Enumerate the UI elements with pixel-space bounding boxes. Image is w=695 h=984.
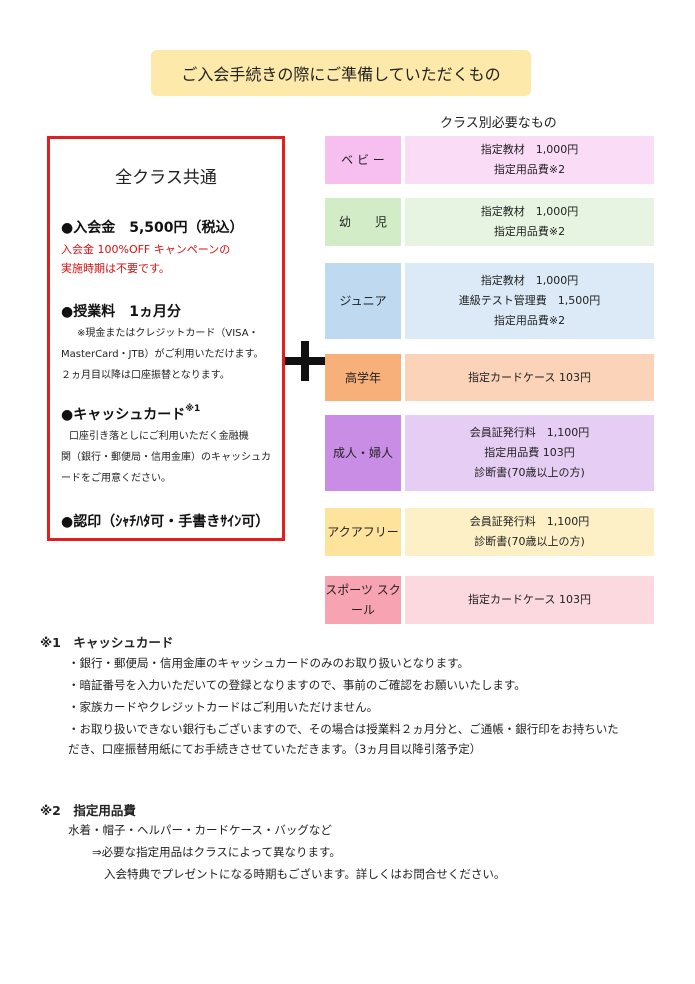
class-items: 会員証発行料 1,100円 指定用品費 103円 診断書(70歳以上の方) <box>405 415 654 491</box>
note1-head: ※1 キャッシュカード <box>40 635 174 650</box>
note1-line: ・お取り扱いできない銀行もございますので、その場合は授業料２ヵ月分と、ご通帳・銀… <box>68 722 619 736</box>
note2-line-2: ⇒必要な指定用品はクラスによって異なります。 <box>92 845 341 859</box>
note1-line: ・銀行・郵便局・信用金庫のキャッシュカードのみのお取り扱いとなります。 <box>68 656 470 670</box>
common-requirements-box: 全クラス共通 ●入会金 5,500円（税込） 入会金 100%OFF キャンペー… <box>47 136 285 541</box>
class-label: 幼 児 <box>325 198 401 246</box>
cash-card-note-3: ードをご用意ください。 <box>61 473 171 484</box>
note2-line-3: 入会特典でプレゼントになる時期もございます。詳しくはお問合せください。 <box>104 867 506 881</box>
class-label: アクアフリー <box>325 508 401 556</box>
class-label: スポーツ スクール <box>325 576 401 624</box>
common-title: 全クラス共通 <box>115 168 217 188</box>
class-row-aqua-free: アクアフリー 会員証発行料 1,100円 診断書(70歳以上の方) <box>325 508 654 556</box>
admission-campaign-line-1: 入会金 100%OFF キャンペーンの <box>61 243 231 256</box>
tuition-section: ●授業料 1ヵ月分 ※現金またはクレジットカード（VISA・ MasterCar… <box>61 301 276 386</box>
note2-line-1: 水着・帽子・ヘルパー・カードケース・バッグなど <box>68 823 332 837</box>
class-item: 会員証発行料 1,100円 <box>469 515 590 528</box>
class-item: 診断書(70歳以上の方) <box>474 466 585 479</box>
class-item: 指定カードケース 103円 <box>468 593 591 606</box>
tuition-note-1: ※現金またはクレジットカード（VISA・ <box>77 328 259 339</box>
class-item: 指定用品費 103円 <box>484 446 575 459</box>
class-item: 指定教材 1,000円 <box>480 205 579 218</box>
cash-card-note-2: 関（銀行・郵便局・信用金庫）のキャッシュカ <box>61 452 271 463</box>
class-item: 指定教材 1,000円 <box>480 143 579 156</box>
class-label: ベ ビ ー <box>325 136 401 184</box>
note1-line: だき、口座振替用紙にてお手続きさせていただきます。（3ヵ月目以降引落予定） <box>68 742 482 756</box>
class-items: 会員証発行料 1,100円 診断書(70歳以上の方) <box>405 508 654 556</box>
class-item: 会員証発行料 1,100円 <box>469 426 590 439</box>
class-items: 指定カードケース 103円 <box>405 576 654 624</box>
cash-card-note-1: 口座引き落としにご利用いただく金融機 <box>69 431 249 442</box>
page-title: ご入会手続きの際にご準備していただくもの <box>151 50 531 96</box>
class-item: 指定用品費※2 <box>493 225 566 238</box>
cash-card-head-text: ●キャッシュカード <box>61 407 186 423</box>
cash-card-footnote-mark: ※1 <box>185 404 201 414</box>
class-item: 進級テスト管理費 1,500円 <box>458 294 601 307</box>
cash-card-head: ●キャッシュカード※1 <box>61 404 276 424</box>
tuition-note-2: MasterCard・JTB）がご利用いただけます。 <box>61 349 264 360</box>
seal-head: ●認印（ｼｬﾁﾊﾀ可・手書きｻｲﾝ可） <box>61 514 270 530</box>
admission-campaign-line-2: 実施時期は不要です。 <box>61 262 170 275</box>
cash-card-section: ●キャッシュカード※1 口座引き落としにご利用いただく金融機 関（銀行・郵便局・… <box>61 404 276 489</box>
class-row-senior-grade: 高学年 指定カードケース 103円 <box>325 354 654 401</box>
seal-section: ●認印（ｼｬﾁﾊﾀ可・手書きｻｲﾝ可） <box>61 511 276 531</box>
tuition-note-3: ２ヵ月目以降は口座振替となります。 <box>61 370 230 381</box>
class-items: 指定教材 1,000円 指定用品費※2 <box>405 198 654 246</box>
class-items: 指定教材 1,000円 指定用品費※2 <box>405 136 654 184</box>
class-items: 指定カードケース 103円 <box>405 354 654 401</box>
plus-icon <box>283 339 327 383</box>
class-item: 指定カードケース 103円 <box>468 370 591 384</box>
tuition-head: ●授業料 1ヵ月分 <box>61 304 181 320</box>
note2-head: ※2 指定用品費 <box>40 803 136 818</box>
class-row-sports-school: スポーツ スクール 指定カードケース 103円 <box>325 576 654 624</box>
class-label: 成人・婦人 <box>325 415 401 491</box>
note1-line: ・家族カードやクレジットカードはご利用いただけません。 <box>68 700 379 714</box>
class-requirements-header: クラス別必要なもの <box>440 116 557 131</box>
class-row-infant: 幼 児 指定教材 1,000円 指定用品費※2 <box>325 198 654 246</box>
class-row-baby: ベ ビ ー 指定教材 1,000円 指定用品費※2 <box>325 136 654 184</box>
class-label: ジュニア <box>325 263 401 339</box>
class-items: 指定教材 1,000円 進級テスト管理費 1,500円 指定用品費※2 <box>405 263 654 339</box>
admission-fee-section: ●入会金 5,500円（税込） 入会金 100%OFF キャンペーンの 実施時期… <box>61 217 276 278</box>
class-row-adult: 成人・婦人 会員証発行料 1,100円 指定用品費 103円 診断書(70歳以上… <box>325 415 654 491</box>
class-item: 指定教材 1,000円 <box>480 274 579 287</box>
class-row-junior: ジュニア 指定教材 1,000円 進級テスト管理費 1,500円 指定用品費※2 <box>325 263 654 339</box>
class-label: 高学年 <box>325 354 401 401</box>
note1-line: ・暗証番号を入力いただいての登録となりますので、事前のご確認をお願いいたします。 <box>68 678 526 692</box>
class-item: 指定用品費※2 <box>493 163 566 176</box>
class-item: 指定用品費※2 <box>493 314 566 327</box>
class-item: 診断書(70歳以上の方) <box>474 535 585 548</box>
admission-fee-head: ●入会金 5,500円（税込） <box>61 220 244 236</box>
